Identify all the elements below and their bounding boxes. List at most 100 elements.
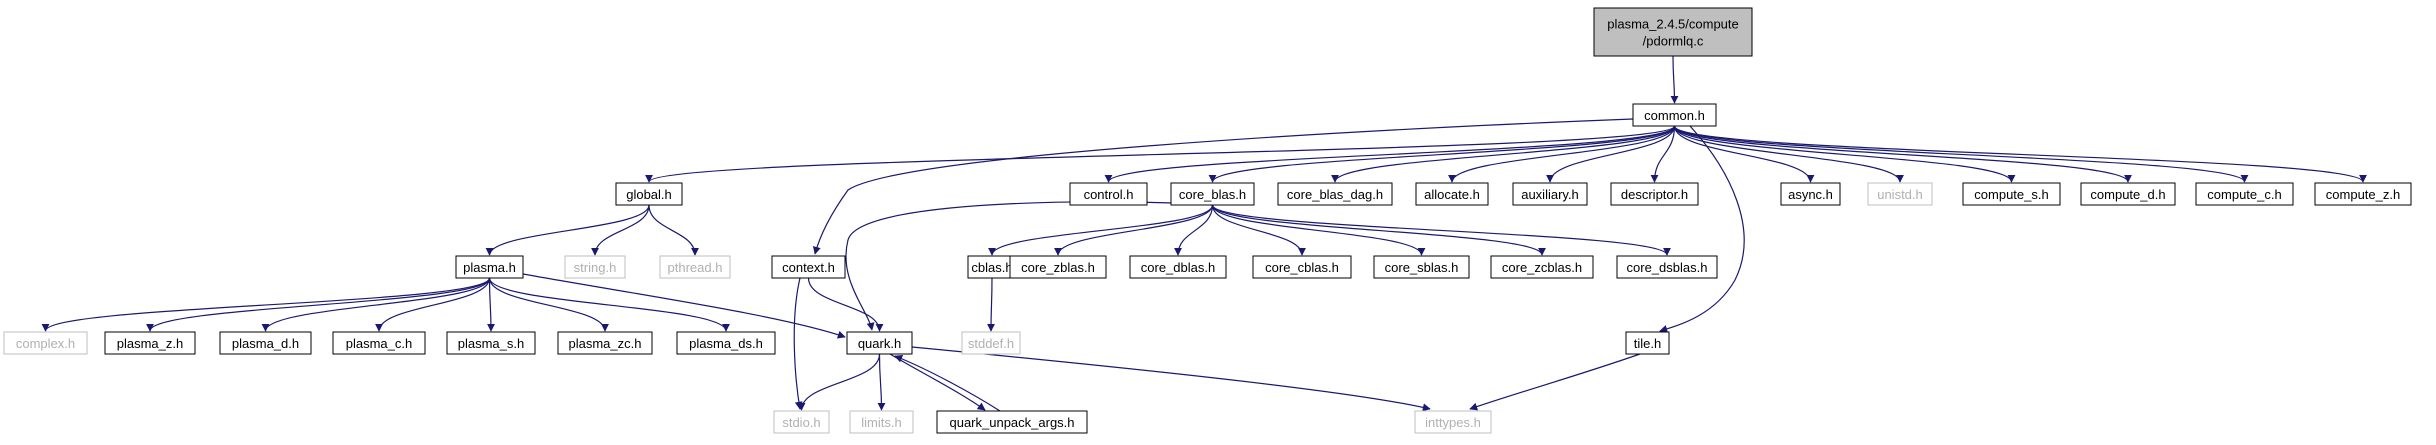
node-box <box>1373 255 1470 279</box>
node-label: compute_z.h <box>2326 187 2400 202</box>
node-plasma-ds[interactable]: plasma_ds.h <box>676 331 776 355</box>
node-core-zblas[interactable]: core_zblas.h <box>1009 255 1107 279</box>
node-box <box>771 255 846 279</box>
node-label: core_blas.h <box>1179 187 1246 202</box>
node-quark[interactable]: quark.h <box>846 331 913 355</box>
edge-core_blas-to-core_cblas <box>1211 204 1306 256</box>
node-descriptor[interactable]: descriptor.h <box>1610 182 1699 206</box>
edge-common-to-context <box>812 118 1634 255</box>
node-box <box>1780 182 1841 206</box>
node-label: compute_s.h <box>1974 187 2048 202</box>
edge-common-to-compute_z <box>1673 125 2367 183</box>
node-context[interactable]: context.h <box>771 255 846 279</box>
node-box <box>1129 255 1227 279</box>
node-limits: limits.h <box>849 410 914 434</box>
node-compute-c[interactable]: compute_c.h <box>2195 182 2294 206</box>
node-string: string.h <box>564 255 626 279</box>
edge-plasma-to-plasma_z <box>146 277 491 332</box>
edge-context-to-quark <box>807 277 884 332</box>
node-core-zcblas[interactable]: core_zcblas.h <box>1490 255 1594 279</box>
node-complex: complex.h <box>3 331 88 355</box>
node-box <box>1512 182 1588 206</box>
edge-common-to-core_blas_dag <box>1331 125 1676 183</box>
node-core-blas-dag[interactable]: core_blas_dag.h <box>1277 182 1393 206</box>
node-label: compute_d.h <box>2090 187 2165 202</box>
node-plasma-s[interactable]: plasma_s.h <box>446 331 536 355</box>
node-label: plasma_z.h <box>117 336 183 351</box>
edge-global-to-string <box>591 204 650 256</box>
edge-quark-to-limits <box>877 353 886 411</box>
edge-context-to-stdio <box>793 277 803 410</box>
node-plasma-c[interactable]: plasma_c.h <box>332 331 426 355</box>
node-global[interactable]: global.h <box>615 182 683 206</box>
node-plasma-z[interactable]: plasma_z.h <box>104 331 196 355</box>
node-label: core_cblas.h <box>1265 260 1339 275</box>
node-box <box>773 410 830 434</box>
node-box <box>1962 182 2061 206</box>
edge-plasma-to-plasma_d <box>261 277 491 332</box>
node-label: plasma_2.4.5/compute <box>1607 17 1739 32</box>
node-compute-d[interactable]: compute_d.h <box>2080 182 2176 206</box>
edge-plasma-to-plasma_ds <box>488 277 730 332</box>
node-control[interactable]: control.h <box>1069 182 1148 206</box>
edge-core_blas-to-core_sblas <box>1211 204 1426 256</box>
node-label: control.h <box>1084 187 1134 202</box>
node-tile[interactable]: tile.h <box>1625 331 1670 355</box>
node-core-cblas[interactable]: core_cblas.h <box>1252 255 1352 279</box>
node-auxiliary[interactable]: auxiliary.h <box>1512 182 1588 206</box>
node-common[interactable]: common.h <box>1632 103 1717 127</box>
edge-common-to-allocate <box>1448 125 1676 183</box>
node-root[interactable]: plasma_2.4.5/compute/pdormlq.c <box>1593 7 1753 57</box>
edge-quark-to-quark_unpack_args <box>889 353 986 411</box>
node-box <box>1414 410 1492 434</box>
edge-core_blas-to-core_zblas <box>1054 204 1214 256</box>
node-async[interactable]: async.h <box>1780 182 1841 206</box>
edge-common-to-auxiliary <box>1546 125 1676 183</box>
node-label: core_sblas.h <box>1385 260 1459 275</box>
node-core-sblas[interactable]: core_sblas.h <box>1373 255 1470 279</box>
edge-common-to-compute_d <box>1673 125 2132 183</box>
node-label: core_dsblas.h <box>1627 260 1708 275</box>
node-box <box>1252 255 1352 279</box>
edge-common-to-tile <box>1659 125 1745 333</box>
edge-tile-to-inttypes <box>1469 353 1641 411</box>
edge-common-to-core_blas <box>1208 125 1676 183</box>
node-label: stddef.h <box>968 336 1014 351</box>
edge-plasma-to-complex <box>41 277 491 332</box>
node-label: compute_c.h <box>2207 187 2281 202</box>
node-core-dblas[interactable]: core_dblas.h <box>1129 255 1227 279</box>
node-label: quark.h <box>858 336 901 351</box>
node-compute-s[interactable]: compute_s.h <box>1962 182 2061 206</box>
node-core-dsblas[interactable]: core_dsblas.h <box>1616 255 1718 279</box>
node-label: string.h <box>574 260 617 275</box>
node-box <box>1490 255 1594 279</box>
node-box <box>2314 182 2412 206</box>
node-box <box>1867 182 1933 206</box>
node-layer: plasma_2.4.5/compute/pdormlq.c common.h gl… <box>3 7 2412 434</box>
node-box <box>1069 182 1148 206</box>
node-box <box>1593 7 1753 57</box>
edge-common-to-async <box>1673 125 1815 183</box>
node-label: cblas.h <box>971 260 1012 275</box>
node-quark-unpack-args[interactable]: quark_unpack_args.h <box>936 410 1088 434</box>
node-core-blas[interactable]: core_blas.h <box>1170 182 1255 206</box>
node-cblas[interactable]: cblas.h <box>967 255 1017 279</box>
node-plasma-zc[interactable]: plasma_zc.h <box>557 331 653 355</box>
node-label: unistd.h <box>1877 187 1923 202</box>
node-label: plasma.h <box>463 260 516 275</box>
node-label: async.h <box>1788 187 1833 202</box>
node-box <box>849 410 914 434</box>
node-allocate[interactable]: allocate.h <box>1415 182 1489 206</box>
node-plasma[interactable]: plasma.h <box>455 255 524 279</box>
node-unistd: unistd.h <box>1867 182 1933 206</box>
node-compute-z[interactable]: compute_z.h <box>2314 182 2412 206</box>
node-box <box>1632 103 1717 127</box>
node-box <box>1009 255 1107 279</box>
edge-core_blas-to-core_zcblas <box>1211 204 1546 256</box>
node-plasma-d[interactable]: plasma_d.h <box>219 331 312 355</box>
node-label: limits.h <box>861 415 901 430</box>
node-box <box>2080 182 2176 206</box>
node-box <box>3 331 88 355</box>
node-label: core_zcblas.h <box>1502 260 1582 275</box>
